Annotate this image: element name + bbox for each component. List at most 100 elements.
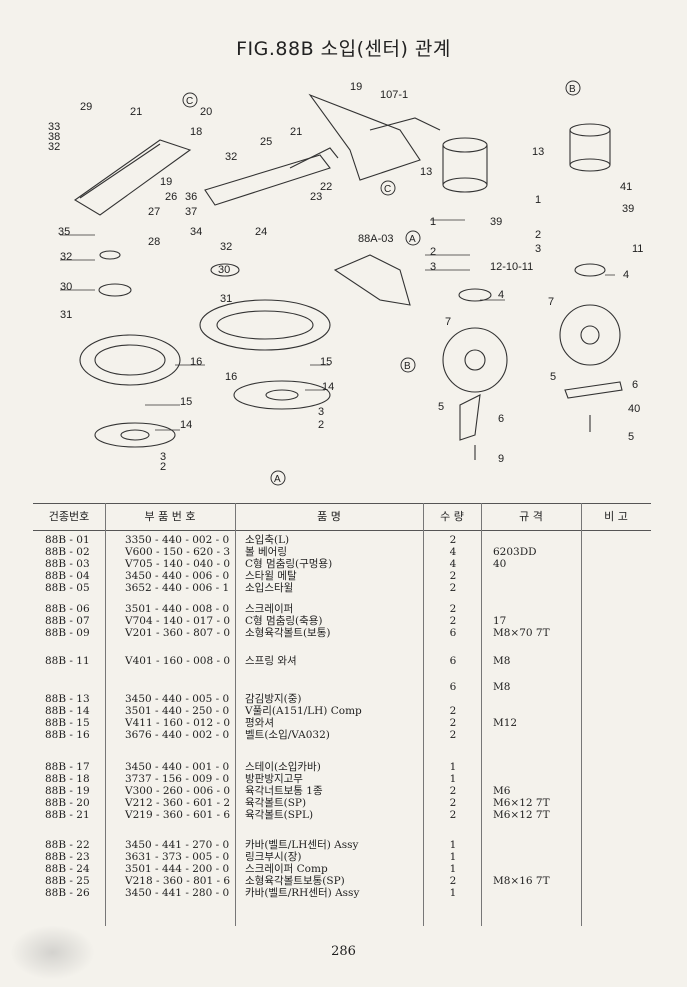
cell-code: 88B - 18 bbox=[45, 773, 90, 785]
cell-part-name: V풀리(A151/LH) Comp bbox=[245, 705, 362, 717]
cell-code: 88B - 05 bbox=[45, 582, 90, 594]
cell-quantity: 4 bbox=[449, 558, 457, 570]
svg-text:31: 31 bbox=[60, 309, 72, 321]
cell-part-name: 육각볼트(SPL) bbox=[245, 809, 314, 821]
cell-code: 88B - 03 bbox=[45, 558, 90, 570]
svg-text:3: 3 bbox=[318, 406, 324, 418]
cell-spec: 6203DD bbox=[493, 546, 537, 558]
svg-text:B: B bbox=[404, 361, 411, 372]
cell-part-number: V201 - 360 - 807 - 0 bbox=[125, 627, 231, 639]
cell-part-number: 3501 - 440 - 008 - 0 bbox=[125, 603, 230, 615]
svg-text:5: 5 bbox=[438, 401, 444, 413]
svg-text:11: 11 bbox=[632, 243, 643, 255]
cell-part-name: 소형육각볼트보통(SP) bbox=[245, 875, 345, 887]
cell-part-name: 카바(벨트/RH센터) Assy bbox=[245, 887, 360, 899]
pulley-left-shape bbox=[94, 422, 176, 448]
cell-part-name: 평와셔 bbox=[245, 717, 274, 729]
svg-text:21: 21 bbox=[130, 106, 142, 118]
svg-text:7: 7 bbox=[445, 316, 451, 328]
cell-spec: M12 bbox=[493, 717, 518, 729]
cell-code: 88B - 13 bbox=[45, 693, 90, 705]
svg-text:32: 32 bbox=[220, 241, 232, 253]
cell-part-number: 3350 - 440 - 002 - 0 bbox=[125, 534, 230, 546]
svg-text:36: 36 bbox=[185, 191, 197, 203]
figure-title: FIG.88B 소입(센터) 관계 bbox=[236, 38, 451, 60]
svg-text:37: 37 bbox=[185, 206, 197, 218]
cell-code: 88B - 16 bbox=[45, 729, 90, 741]
svg-text:15: 15 bbox=[320, 356, 332, 368]
svg-text:30: 30 bbox=[218, 264, 230, 276]
cell-part-name: 스테이(소입카바) bbox=[245, 761, 321, 773]
svg-text:C: C bbox=[384, 184, 391, 195]
cell-code: 88B - 04 bbox=[45, 570, 90, 582]
cell-part-number: 3631 - 373 - 005 - 0 bbox=[125, 851, 230, 863]
svg-text:3: 3 bbox=[160, 451, 166, 463]
svg-text:2: 2 bbox=[535, 229, 541, 241]
svg-text:26: 26 bbox=[165, 191, 177, 203]
column-divider bbox=[105, 503, 106, 926]
cell-part-name: 링크부시(장) bbox=[245, 851, 302, 863]
svg-text:B: B bbox=[569, 84, 576, 95]
cell-part-number: V600 - 150 - 620 - 3 bbox=[125, 546, 231, 558]
cell-code: 88B - 15 bbox=[45, 717, 90, 729]
cell-quantity: 2 bbox=[449, 705, 457, 717]
svg-text:107-1: 107-1 bbox=[380, 89, 408, 101]
cell-part-number: 3737 - 156 - 009 - 0 bbox=[125, 773, 230, 785]
cell-part-name: 카바(벨트/LH센터) Assy bbox=[245, 839, 359, 851]
column-divider bbox=[481, 503, 482, 926]
cell-part-number: 3450 - 441 - 280 - 0 bbox=[125, 887, 230, 899]
cell-part-number: V401 - 160 - 008 - 0 bbox=[125, 655, 231, 667]
header-code: 건종번호 bbox=[48, 510, 90, 523]
svg-text:23: 23 bbox=[310, 191, 322, 203]
svg-text:14: 14 bbox=[180, 419, 192, 431]
cell-part-number: V218 - 360 - 801 - 6 bbox=[125, 875, 231, 887]
svg-text:7: 7 bbox=[548, 296, 554, 308]
cell-quantity: 2 bbox=[449, 582, 457, 594]
cell-spec: M8 bbox=[493, 655, 511, 667]
cell-part-name: 스프링 와셔 bbox=[245, 655, 297, 667]
svg-text:5: 5 bbox=[550, 371, 556, 383]
cell-quantity: 2 bbox=[449, 785, 457, 797]
cell-code: 88B - 20 bbox=[45, 797, 90, 809]
svg-text:19: 19 bbox=[350, 81, 362, 93]
column-divider bbox=[581, 503, 582, 926]
cell-part-name: 소형육각볼트(보통) bbox=[245, 627, 331, 639]
cell-quantity: 2 bbox=[449, 809, 457, 821]
cell-part-number: 3676 - 440 - 002 - 0 bbox=[125, 729, 230, 741]
cell-code: 88B - 02 bbox=[45, 546, 90, 558]
link-assembly-shape bbox=[308, 93, 421, 181]
header-spec: 규 격 bbox=[519, 510, 543, 523]
cell-quantity: 6 bbox=[449, 681, 457, 693]
cell-code: 88B - 17 bbox=[45, 761, 90, 773]
svg-text:6: 6 bbox=[498, 413, 504, 425]
cell-part-number: 3450 - 440 - 005 - 0 bbox=[125, 693, 230, 705]
cell-part-number: 3450 - 441 - 270 - 0 bbox=[125, 839, 230, 851]
svg-text:18: 18 bbox=[190, 126, 202, 138]
svg-text:40: 40 bbox=[628, 403, 640, 415]
svg-text:C: C bbox=[186, 96, 193, 107]
header-remarks: 비 고 bbox=[604, 510, 628, 523]
svg-text:28: 28 bbox=[148, 236, 160, 248]
metal-cylinder-right-shape bbox=[569, 158, 611, 172]
cell-code: 88B - 24 bbox=[45, 863, 90, 875]
cell-quantity: 2 bbox=[449, 797, 457, 809]
svg-text:29: 29 bbox=[80, 101, 92, 113]
svg-text:25: 25 bbox=[260, 136, 272, 148]
cell-part-name: 육각너트보통 1종 bbox=[245, 785, 323, 797]
cell-quantity: 2 bbox=[449, 615, 457, 627]
cell-part-number: 3652 - 440 - 006 - 1 bbox=[125, 582, 230, 594]
cell-part-name: 볼 베어링 bbox=[245, 546, 287, 558]
shaft-assembly-shape bbox=[333, 254, 411, 306]
scan-smudge bbox=[10, 925, 95, 980]
svg-text:1: 1 bbox=[535, 194, 541, 206]
